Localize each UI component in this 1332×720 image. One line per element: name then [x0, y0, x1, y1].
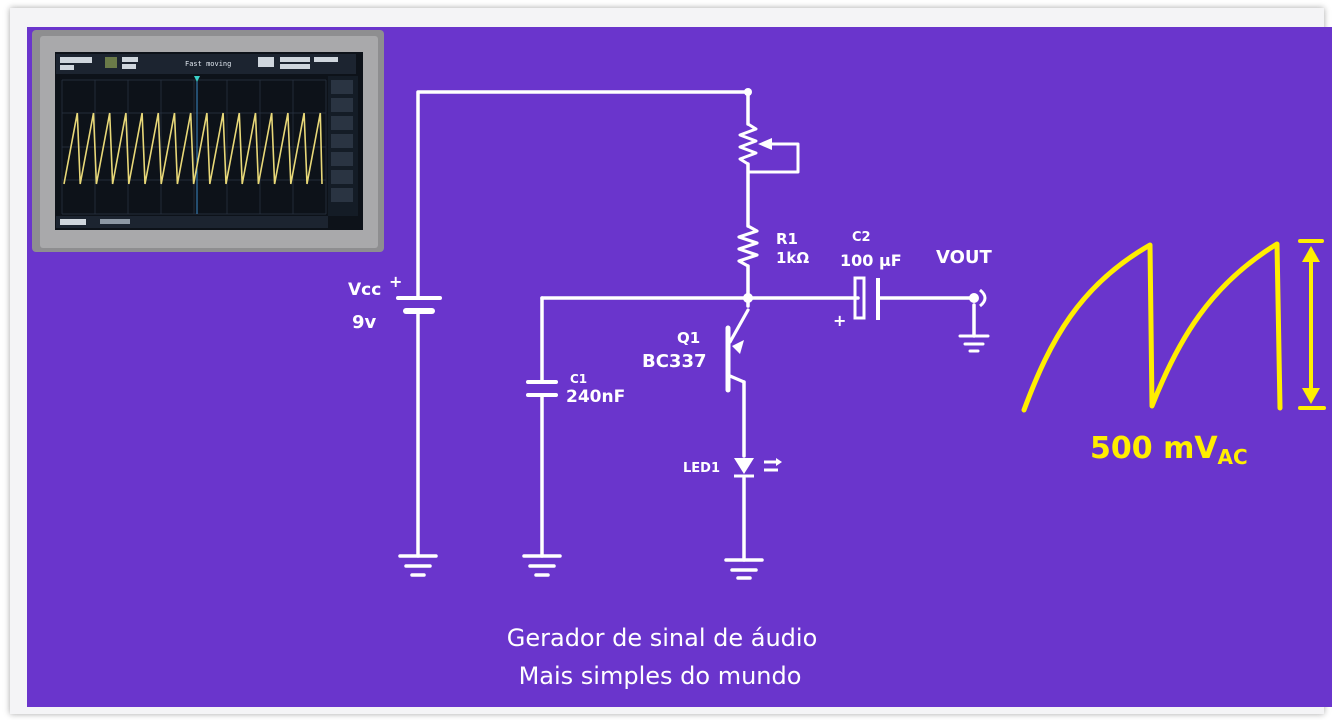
ground-icon [958, 334, 990, 353]
resistor-r1-symbol [737, 224, 759, 268]
circuit-wires [416, 90, 976, 562]
oscilloscope-status-text: Fast moving [185, 60, 231, 68]
c2-plus-sign: + [833, 311, 846, 330]
battery-vcc-symbol: + [389, 272, 442, 314]
wire-vcc-top [416, 90, 750, 300]
r1-value: 1kΩ [776, 249, 809, 267]
caption-line-1: Gerador de sinal de áudio [507, 624, 818, 652]
ground-icon [398, 554, 438, 577]
c2-name: C2 [852, 230, 871, 245]
c2-value: 100 μF [840, 251, 902, 270]
sawtooth-waveform [1021, 241, 1283, 413]
trimmer-resistor-symbol [738, 122, 800, 174]
capacitor-c1-symbol [526, 380, 558, 397]
oscilloscope-bottom-bar [56, 216, 328, 228]
led1-symbol [734, 458, 782, 478]
battery-plus-sign: + [389, 272, 402, 291]
vcc-value: 9v [352, 312, 377, 333]
trigger-marker-icon [194, 76, 200, 82]
caption-line-2: Mais simples do mundo [519, 662, 802, 690]
oscilloscope-screen [55, 52, 363, 230]
ground-icon [724, 558, 764, 580]
oscilloscope-trace [63, 112, 323, 185]
capacitor-c2-symbol: + [833, 276, 880, 330]
junction-node [743, 293, 753, 303]
output-terminal [969, 288, 987, 308]
amplitude-arrow [1298, 239, 1326, 410]
q1-part: BC337 [642, 351, 707, 372]
amplitude-label: 500 mVAC [1090, 431, 1248, 469]
transistor-q1-symbol [725, 308, 750, 393]
c1-name: C1 [570, 372, 587, 386]
led-name: LED1 [683, 461, 720, 476]
r1-name: R1 [776, 230, 798, 248]
vcc-label: Vcc [348, 280, 381, 300]
vout-label: VOUT [936, 247, 993, 268]
junction-top [744, 88, 752, 96]
c1-value: 240nF [566, 387, 625, 407]
oscilloscope-photo: Fast moving [32, 30, 384, 252]
ground-icon [522, 554, 562, 577]
q1-name: Q1 [677, 329, 700, 347]
